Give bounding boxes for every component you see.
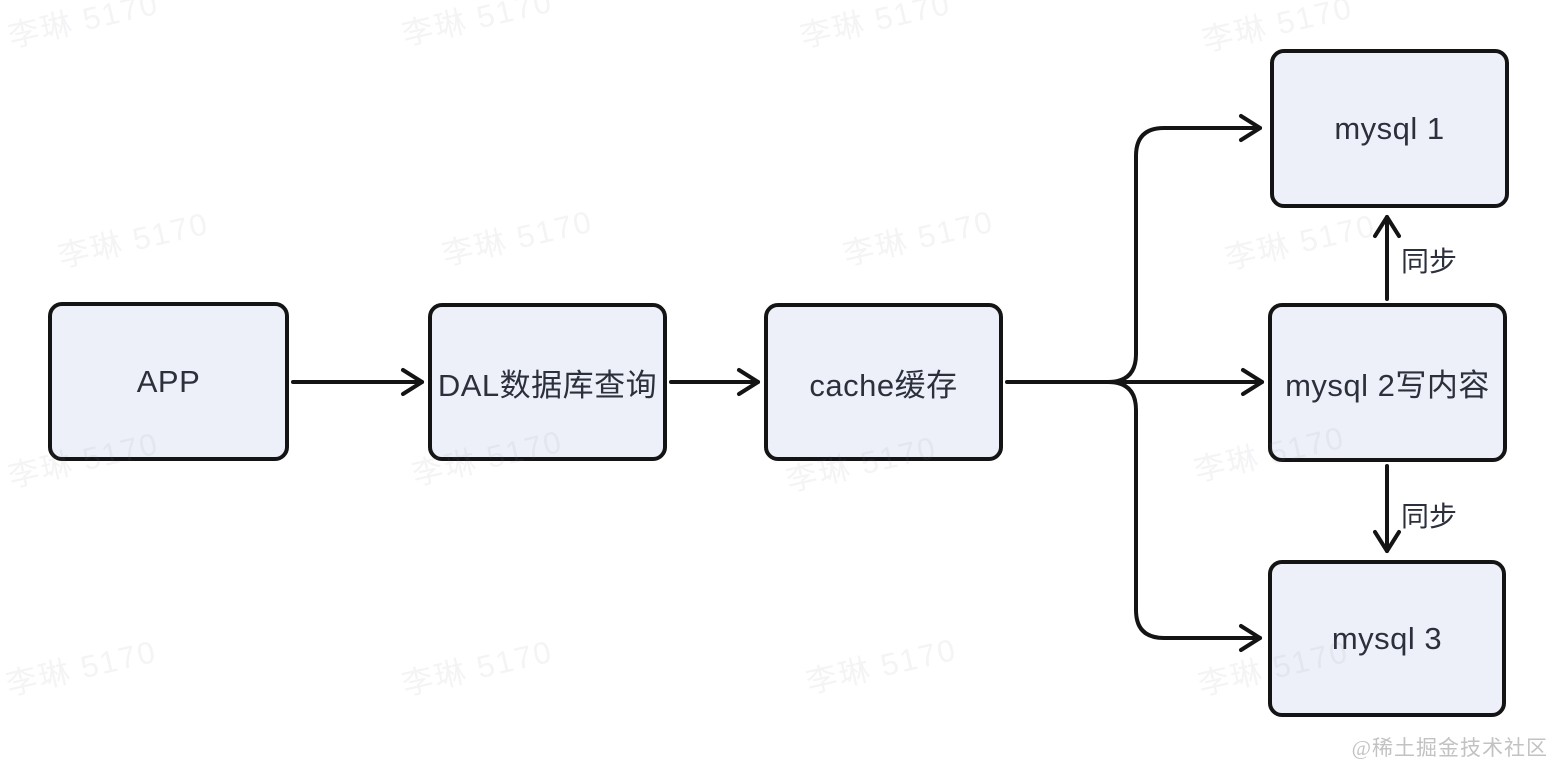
node-mysql1-label: mysql 1 [1334, 110, 1445, 146]
node-app: APP [48, 302, 289, 461]
node-cache-label: cache缓存 [809, 367, 958, 403]
node-cache: cache缓存 [764, 303, 1003, 461]
node-mysql2-label: mysql 2写内容 [1285, 368, 1490, 403]
node-dal-label: DAL数据库查询 [437, 367, 658, 403]
node-mysql2: mysql 2写内容 [1268, 303, 1507, 462]
node-mysql1: mysql 1 [1270, 49, 1509, 208]
sync-label-up: 同步 [1401, 246, 1458, 277]
node-dal: DAL数据库查询 [428, 303, 667, 461]
arrow-branch-to-mysql3 [1106, 380, 1262, 652]
node-app-label: APP [136, 363, 201, 399]
node-mysql3: mysql 3 [1268, 560, 1506, 717]
sync-label-down: 同步 [1401, 501, 1458, 532]
node-mysql3-label: mysql 3 [1331, 620, 1443, 656]
arrow-branch-to-mysql1 [1106, 114, 1262, 384]
credit-watermark: @稀土掘金技术社区 [1351, 736, 1548, 760]
